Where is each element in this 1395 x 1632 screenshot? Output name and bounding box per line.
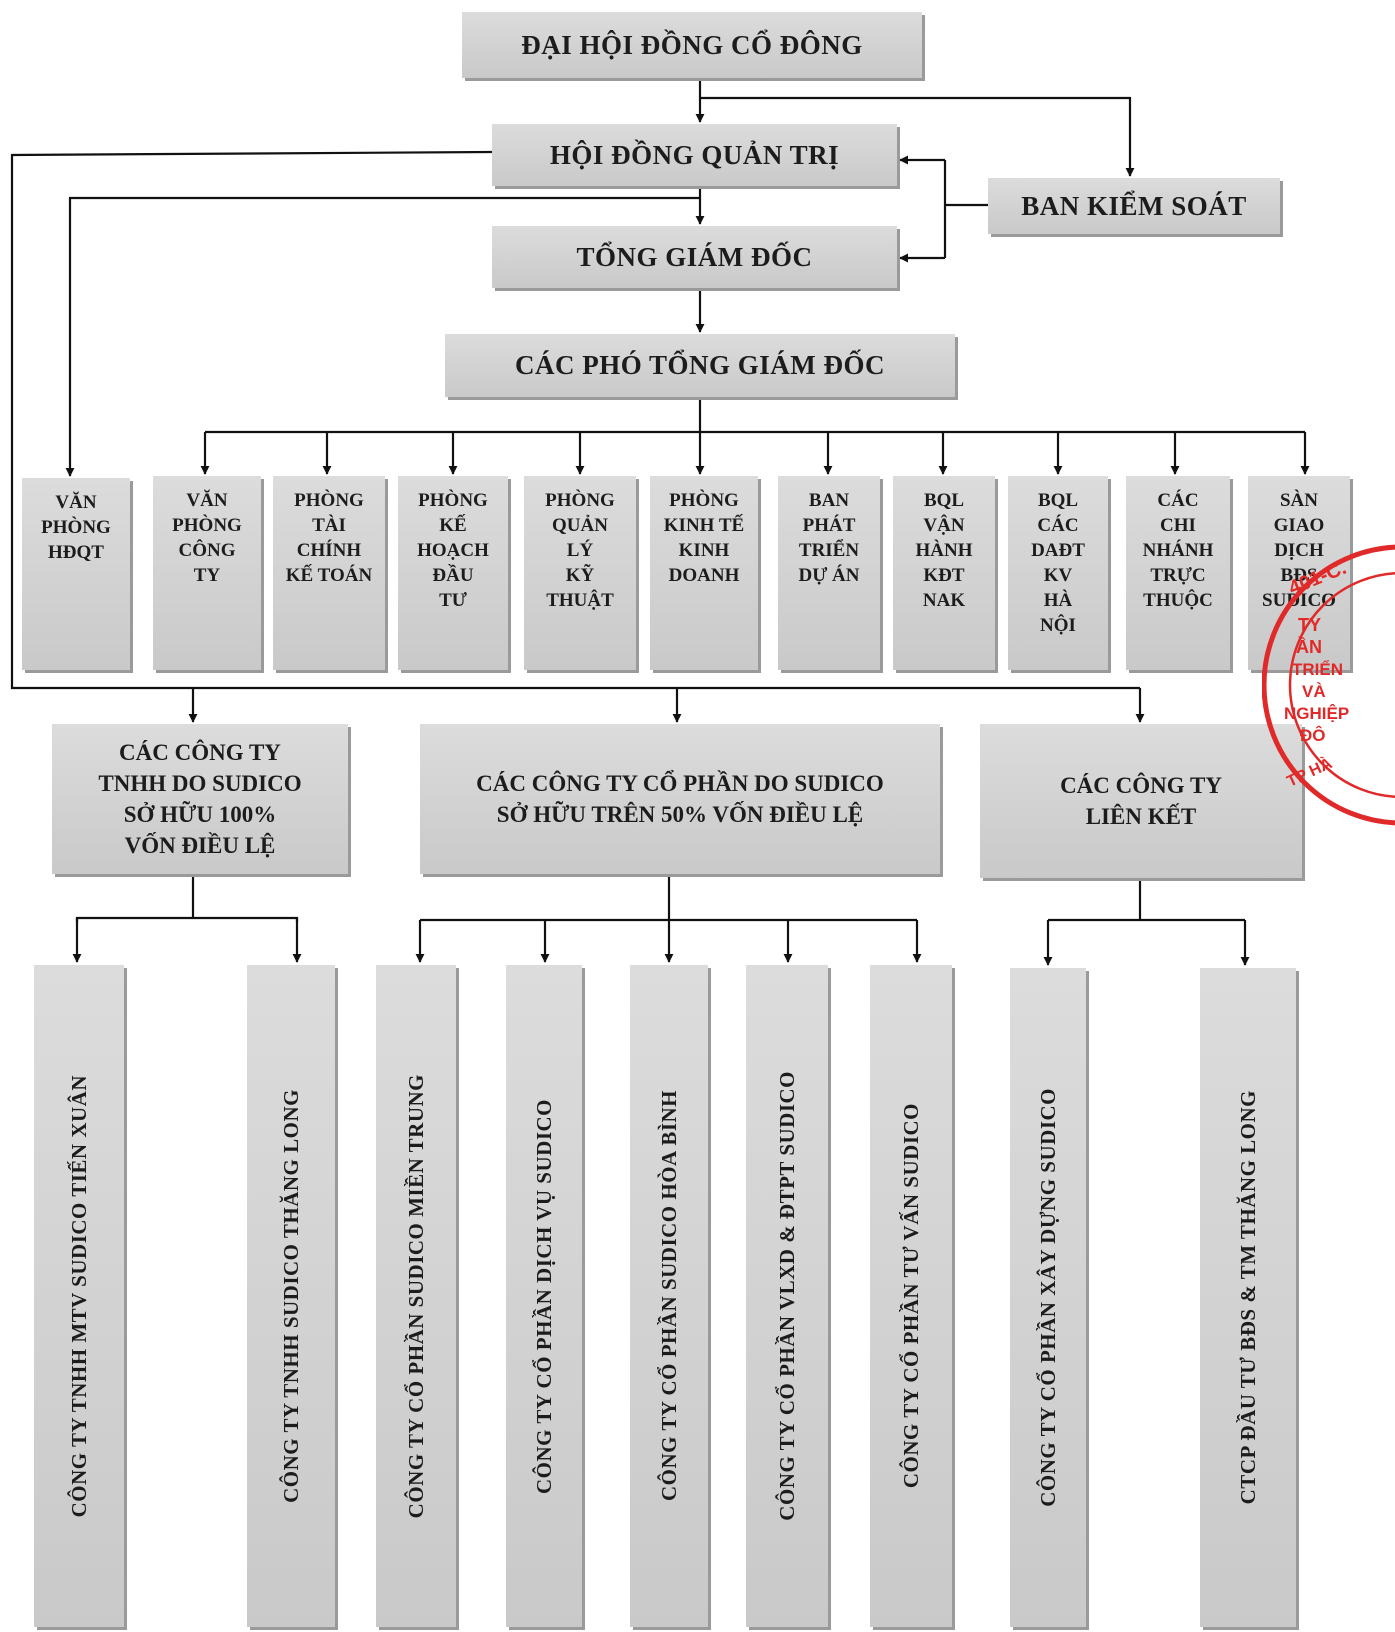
department-label: VĂN PHÒNG HĐQT bbox=[41, 492, 111, 563]
deputy-general-directors-label: CÁC PHÓ TỔNG GIÁM ĐỐC bbox=[514, 350, 885, 380]
general-shareholders-meeting-label: ĐẠI HỘI ĐỒNG CỔ ĐÔNG bbox=[521, 29, 863, 60]
group-label: CÁC CÔNG TY TNHH DO SUDICO SỞ HỮU 100% V… bbox=[98, 740, 302, 858]
board-of-directors-box: HỘI ĐỒNG QUẢN TRỊ bbox=[492, 124, 897, 186]
deputy-general-directors-box: CÁC PHÓ TỔNG GIÁM ĐỐC bbox=[445, 334, 955, 397]
department-label: BAN PHÁT TRIỂN DỰ ÁN bbox=[798, 490, 860, 586]
department-label: PHÒNG QUẢN LÝ KỸ THUẬT bbox=[545, 490, 615, 611]
department-box: VĂN PHÒNG CÔNG TY bbox=[153, 476, 261, 670]
supervisory-board-box: BAN KIỂM SOÁT bbox=[988, 178, 1280, 234]
group-associates-box: CÁC CÔNG TY LIÊN KẾT bbox=[980, 724, 1302, 878]
company-box: CÔNG TY CỔ PHẦN VLXD & ĐTPT SUDICO bbox=[746, 965, 828, 1627]
department-box: PHÒNG KINH TẾ KINH DOANH bbox=[650, 476, 758, 670]
group-wholly-owned-box: CÁC CÔNG TY TNHH DO SUDICO SỞ HỮU 100% V… bbox=[52, 724, 348, 874]
group-label: CÁC CÔNG TY CỔ PHẦN DO SUDICO SỞ HỮU TRÊ… bbox=[476, 771, 884, 827]
department-box: PHÒNG QUẢN LÝ KỸ THUẬT bbox=[524, 476, 636, 670]
company-label: CÔNG TY TNHH MTV SUDICO TIẾN XUÂN bbox=[66, 1074, 91, 1518]
department-box: BQL CÁC DAĐT KV HÀ NỘI bbox=[1008, 476, 1108, 670]
company-box: CÔNG TY CỔ PHẦN SUDICO MIỀN TRUNG bbox=[376, 965, 456, 1627]
department-box: BAN PHÁT TRIỂN DỰ ÁN bbox=[778, 476, 880, 670]
svg-text:NGHIỆP: NGHIỆP bbox=[1284, 704, 1349, 723]
company-box: CÔNG TY CỔ PHẦN DỊCH VỤ SUDICO bbox=[506, 965, 582, 1627]
general-director-box: TỔNG GIÁM ĐỐC bbox=[492, 226, 897, 288]
department-box: PHÒNG TÀI CHÍNH KẾ TOÁN bbox=[273, 476, 385, 670]
department-box: BQL VẬN HÀNH KĐT NAK bbox=[893, 476, 995, 670]
company-label: CÔNG TY CỔ PHẦN XÂY DỰNG SUDICO bbox=[1035, 1088, 1060, 1507]
company-seal-stamp: 401-C. TY ẦN TRIỂN VÀ NGHIỆP ĐÔ TP HÀ bbox=[1262, 544, 1395, 826]
svg-text:TY: TY bbox=[1298, 615, 1321, 635]
general-shareholders-meeting-box: ĐẠI HỘI ĐỒNG CỔ ĐÔNG bbox=[462, 12, 922, 78]
department-box: VĂN PHÒNG HĐQT bbox=[22, 478, 130, 670]
svg-text:TRIỂN: TRIỂN bbox=[1292, 660, 1343, 679]
group-label: CÁC CÔNG TY LIÊN KẾT bbox=[1060, 773, 1222, 829]
company-box: CÔNG TY TNHH MTV SUDICO TIẾN XUÂN bbox=[34, 965, 124, 1627]
company-box: CÔNG TY CỔ PHẦN TƯ VẤN SUDICO bbox=[870, 965, 952, 1627]
board-of-directors-label: HỘI ĐỒNG QUẢN TRỊ bbox=[549, 139, 840, 170]
company-label: CTCP ĐẦU TƯ BĐS & TM THĂNG LONG bbox=[1235, 1090, 1260, 1505]
company-label: CÔNG TY CỔ PHẦN SUDICO HÒA BÌNH bbox=[656, 1090, 681, 1502]
company-label: CÔNG TY CỔ PHẦN DỊCH VỤ SUDICO bbox=[531, 1098, 556, 1494]
department-label: BQL CÁC DAĐT KV HÀ NỘI bbox=[1031, 490, 1085, 636]
company-box: CÔNG TY CỔ PHẦN XÂY DỰNG SUDICO bbox=[1010, 968, 1086, 1627]
department-label: PHÒNG TÀI CHÍNH KẾ TOÁN bbox=[285, 490, 373, 586]
company-box: CTCP ĐẦU TƯ BĐS & TM THĂNG LONG bbox=[1200, 968, 1296, 1627]
company-label: CÔNG TY CỔ PHẦN VLXD & ĐTPT SUDICO bbox=[774, 1071, 799, 1521]
general-director-label: TỔNG GIÁM ĐỐC bbox=[576, 241, 813, 272]
company-box: CÔNG TY TNHH SUDICO THĂNG LONG bbox=[247, 965, 335, 1627]
department-box: CÁC CHI NHÁNH TRỰC THUỘC bbox=[1126, 476, 1230, 670]
svg-text:ẦN: ẦN bbox=[1296, 636, 1322, 657]
company-label: CÔNG TY CỔ PHẦN TƯ VẤN SUDICO bbox=[898, 1103, 923, 1489]
svg-text:VÀ: VÀ bbox=[1302, 682, 1326, 701]
company-label: CÔNG TY TNHH SUDICO THĂNG LONG bbox=[278, 1089, 303, 1503]
supervisory-board-label: BAN KIỂM SOÁT bbox=[1021, 190, 1247, 221]
company-box: CÔNG TY CỔ PHẦN SUDICO HÒA BÌNH bbox=[630, 965, 708, 1627]
group-majority-owned-box: CÁC CÔNG TY CỔ PHẦN DO SUDICO SỞ HỮU TRÊ… bbox=[420, 724, 940, 874]
department-label: PHÒNG KINH TẾ KINH DOANH bbox=[663, 490, 745, 586]
department-label: BQL VẬN HÀNH KĐT NAK bbox=[915, 490, 973, 611]
department-label: PHÒNG KẾ HOẠCH ĐẦU TƯ bbox=[417, 490, 489, 611]
department-label: VĂN PHÒNG CÔNG TY bbox=[172, 490, 242, 586]
department-label: CÁC CHI NHÁNH TRỰC THUỘC bbox=[1142, 490, 1214, 611]
company-label: CÔNG TY CỔ PHẦN SUDICO MIỀN TRUNG bbox=[403, 1073, 428, 1519]
department-box: SÀN GIAO DỊCH BĐS SUDICO bbox=[1248, 476, 1350, 670]
svg-text:ĐÔ: ĐÔ bbox=[1300, 726, 1326, 745]
department-box: PHÒNG KẾ HOẠCH ĐẦU TƯ bbox=[398, 476, 508, 670]
